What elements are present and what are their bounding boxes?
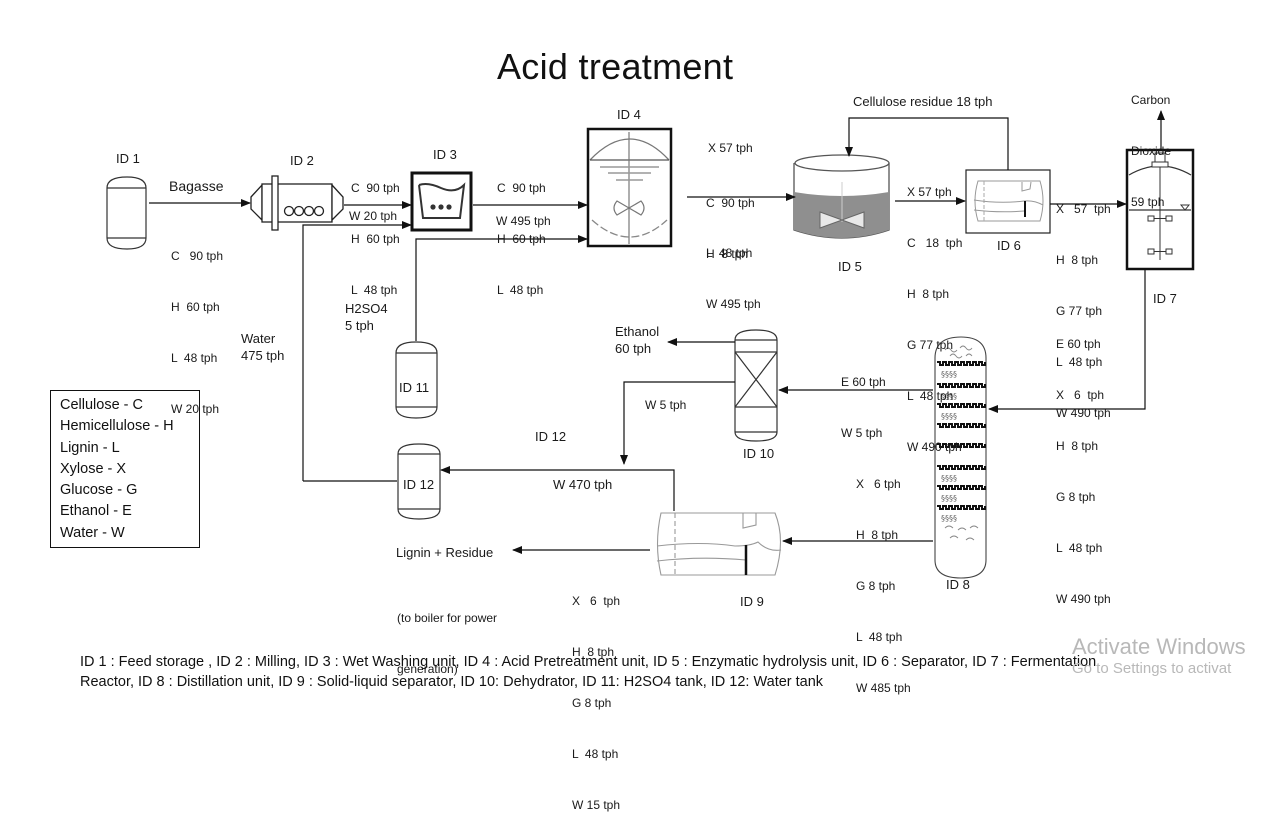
legend-item: Glucose - G (60, 482, 138, 499)
unit-id5-enzymatic-hydrolysis (793, 154, 890, 239)
unit-label-id7: ID 7 (1153, 291, 1177, 306)
stream-id2-id3-water: W 20 tph (349, 209, 398, 223)
unit-id3-wet-washing (410, 171, 473, 232)
unit-id9-solid-liquid-separator (656, 512, 782, 576)
unit-label-id11: ID 11 (399, 380, 430, 395)
stream-id8-id10: E 60 tph W 5 tph (841, 375, 886, 440)
tray-bubble-glyph: §§§§ (941, 392, 957, 401)
unit-label-id4: ID 4 (617, 107, 641, 122)
unit-id4-acid-pretreatment (586, 127, 673, 248)
legend-item: Lignin - L (60, 439, 120, 456)
stream-id5-id6: X 57 tph C 18 tph H 8 tph G 77 tph L 48 … (907, 185, 963, 454)
flow-h2so4-id4 (415, 235, 588, 341)
stream-id3-id4-water: W 495 tph (496, 214, 551, 228)
process-flow-diagram: §§§§ §§§§ §§§§ §§§§ §§§§ §§§§ (106, 110, 1195, 579)
distillation-tray (937, 423, 986, 428)
stream-w470-label: W 470 tph (553, 477, 613, 492)
unit-label-id10: ID 10 (743, 446, 775, 461)
distillation-tray (937, 505, 986, 510)
stream-id4-id5-bottom: L 48 tph W 495 tph (706, 246, 761, 311)
flow-id9-water-to-id12 (440, 466, 675, 511)
unit-label-id6: ID 6 (997, 238, 1021, 253)
tray-bubble-glyph: §§§§ (941, 412, 957, 421)
stream-id4-id5-top: C 90 tph H 8 tph (706, 196, 755, 261)
unit-label-id3: ID 3 (433, 147, 457, 162)
unit-label-id8: ID 8 (946, 577, 970, 592)
h2so4-feed-label: H2SO4 5 tph (345, 301, 388, 333)
lignin-residue-label: Lignin + Residue (396, 545, 494, 560)
unit-label-id12: ID 12 (403, 477, 435, 492)
flow-lines (149, 110, 1165, 554)
unit-descriptions: ID 1 : Feed storage , ID 2 : Milling, ID… (80, 652, 1096, 692)
bagasse-label: Bagasse (169, 178, 224, 194)
distillation-tray (937, 361, 986, 366)
stream-id1-id2: C 90 tph H 60 tph L 48 tph W 20 tph (171, 249, 224, 416)
unit-descriptions-line-2: Reactor, ID 8 : Distillation unit, ID 9 … (80, 674, 824, 690)
distillation-tray (937, 465, 986, 470)
co2-label: Carbon Dioxide 59 tph (1131, 93, 1172, 209)
stream-id9-lignin: X 6 tph H 8 tph G 8 tph L 48 tph W 15 tp… (572, 594, 621, 812)
unit-label-id1: ID 1 (116, 151, 140, 166)
unit-label-id2: ID 2 (290, 153, 314, 168)
stream-id6-id7: X 57 tph H 8 tph G 77 tph L 48 tph W 490… (1056, 202, 1111, 420)
unit-id11-h2so4-tank (395, 341, 438, 419)
unit-id10-dehydrator (734, 329, 778, 442)
distillation-tray (937, 383, 986, 388)
stream-id3-id4-solids: C 90 tph H 60 tph L 48 tph (497, 181, 546, 297)
activate-windows-watermark: Activate Windows Go to Settings to activ… (1072, 634, 1246, 677)
flow-w5-to-id12-line (620, 381, 735, 465)
flow-id7-id8 (988, 269, 1146, 413)
component-legend: Cellulose - C Hemicellulose - H Lignin -… (50, 390, 200, 548)
stream-w5-label: W 5 tph (645, 398, 687, 412)
legend-item: Water - W (60, 524, 125, 541)
unit-descriptions-line-1: ID 1 : Feed storage , ID 2 : Milling, ID… (80, 654, 1097, 670)
distillation-tray (937, 485, 986, 490)
unit-label-id9: ID 9 (740, 594, 764, 609)
unit-id2-mill (250, 175, 344, 231)
cellulose-residue-label: Cellulose residue 18 tph (853, 94, 993, 109)
lignin-note: (to boiler for power generation) (397, 611, 498, 676)
water-feed-label: Water 475 tph (241, 331, 285, 363)
unit-id8-distillation-column: §§§§ §§§§ §§§§ §§§§ §§§§ §§§§ (934, 336, 987, 579)
ethanol-product-label: Ethanol 60 tph (615, 324, 660, 356)
unit-id1-feed-storage (106, 176, 147, 250)
flow-water-recycle-id3 (302, 221, 412, 481)
tray-bubble-glyph: §§§§ (941, 370, 957, 379)
diagram-title: Acid treatment (497, 46, 734, 87)
unit-label-id12-above-line: ID 12 (535, 429, 567, 444)
legend-item: Cellulose - C (60, 397, 143, 413)
unit-label-id5: ID 5 (838, 259, 862, 274)
stream-id2-id3-solids: C 90 tph H 60 tph L 48 tph (351, 181, 400, 297)
unit-id6-separator (965, 169, 1051, 234)
legend-item: Hemicellulose - H (60, 418, 174, 435)
unit-id12-water-tank (397, 443, 441, 520)
distillation-tray (937, 443, 986, 448)
legend-item: Ethanol - E (60, 503, 132, 520)
stream-id7-id8: E 60 tph X 6 tph H 8 tph G 8 tph L 48 tp… (1056, 337, 1111, 606)
tray-bubble-glyph: §§§§ (941, 474, 957, 483)
tray-bubble-glyph: §§§§ (941, 494, 957, 503)
unit-id7-fermentation-reactor (1125, 148, 1195, 271)
flow-cellulose-recycle (845, 117, 1009, 170)
distillation-tray (937, 403, 986, 408)
stream-id4-id5-x: X 57 tph (708, 141, 753, 155)
stream-id8-id9: X 6 tph H 8 tph G 8 tph L 48 tph W 485 t… (856, 477, 911, 695)
tray-bubble-glyph: §§§§ (941, 514, 957, 523)
legend-item: Xylose - X (60, 460, 127, 477)
